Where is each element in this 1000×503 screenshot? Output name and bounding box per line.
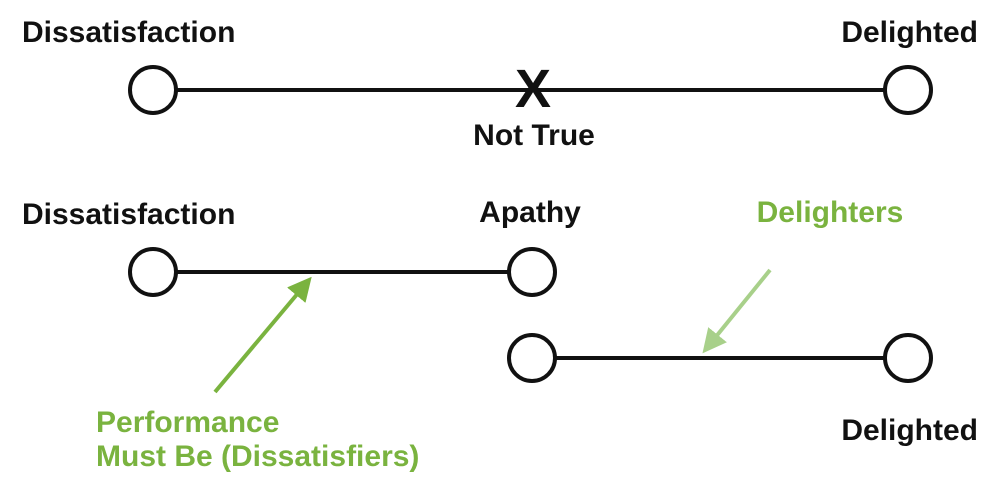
delighters-right-node xyxy=(883,333,933,383)
performance-label-line1: Performance xyxy=(96,406,279,439)
delighters-left-node xyxy=(507,333,557,383)
performance-arrow xyxy=(213,276,312,394)
must-be-left-node xyxy=(128,247,178,297)
not-true-mark: X xyxy=(515,59,551,119)
mid-left-label: Dissatisfaction xyxy=(22,198,235,231)
apathy-label: Apathy xyxy=(479,196,581,229)
top-right-node xyxy=(883,65,933,115)
delighters-label: Delighters xyxy=(757,196,904,229)
performance-label-line2: Must Be (Dissatisfiers) xyxy=(96,440,419,473)
top-left-node xyxy=(128,65,178,115)
delighters-arrow xyxy=(702,268,772,354)
bottom-right-label: Delighted xyxy=(841,414,978,447)
top-left-label: Dissatisfaction xyxy=(22,16,235,49)
not-true-label: Not True xyxy=(473,119,595,152)
must-be-right-node xyxy=(507,247,557,297)
top-right-label: Delighted xyxy=(841,16,978,49)
